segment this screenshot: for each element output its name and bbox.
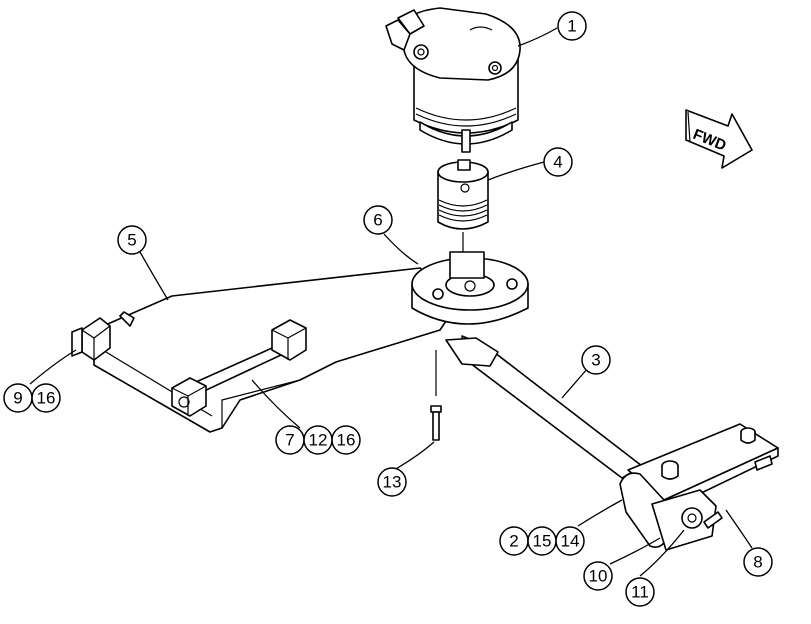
callout-7-label: 7: [285, 431, 294, 450]
callout-4: 4: [543, 147, 573, 177]
callout-5: 5: [117, 225, 147, 255]
callout-7: 7: [275, 425, 305, 455]
callout-3-label: 3: [591, 351, 600, 370]
callout-10-label: 10: [589, 567, 608, 586]
left-bolt-assembly: [71, 311, 135, 361]
callout-8-label: 8: [753, 553, 762, 572]
callout-4-label: 4: [553, 153, 562, 172]
callout-14-label: 14: [561, 532, 580, 551]
long-bolt-assembly: [171, 319, 307, 417]
callout-15-label: 15: [533, 532, 552, 551]
callout-10: 10: [583, 561, 613, 591]
end-bracket: [619, 423, 779, 551]
callout-11-label: 11: [631, 583, 649, 602]
callout-16-b: 16: [331, 425, 361, 455]
callout-2: 2: [499, 526, 529, 556]
callout-6-label: 6: [373, 211, 382, 230]
cross-tube: [445, 335, 643, 479]
sensor-housing: [385, 7, 521, 153]
callout-14: 14: [555, 526, 585, 556]
callout-11: 11: [625, 577, 655, 607]
callout-2-label: 2: [509, 532, 518, 551]
callout-5-label: 5: [127, 231, 136, 250]
callout-16-a-label: 16: [37, 389, 56, 408]
callout-16-b-label: 16: [337, 431, 356, 450]
callout-8: 8: [743, 547, 773, 577]
callout-1-label: 1: [567, 17, 576, 36]
leader-lines: [29, 27, 753, 577]
callout-6: 6: [363, 205, 393, 235]
flexible-coupling: [437, 159, 489, 256]
callout-3: 3: [581, 345, 611, 375]
callout-16-a: 16: [31, 383, 61, 413]
callout-13-label: 13: [383, 473, 402, 492]
callout-13: 13: [377, 467, 407, 497]
callout-15: 15: [527, 526, 557, 556]
callout-12-label: 12: [309, 431, 328, 450]
forward-arrow-icon: FWD: [685, 109, 753, 169]
callout-1: 1: [557, 11, 587, 41]
screw-13: [430, 350, 442, 441]
callout-12: 12: [303, 425, 333, 455]
callout-9-label: 9: [13, 389, 22, 408]
callout-9: 9: [3, 383, 33, 413]
drive-hub: [411, 251, 529, 325]
